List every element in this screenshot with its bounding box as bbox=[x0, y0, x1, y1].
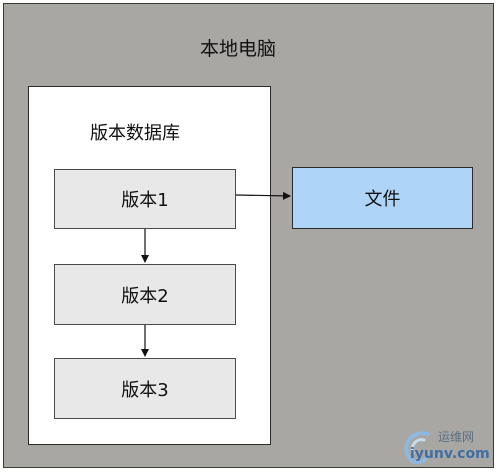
version-2-label: 版本2 bbox=[121, 285, 169, 307]
arrow-version1-to-file bbox=[235, 191, 291, 200]
watermark-domain: iyunv.com bbox=[410, 446, 490, 462]
version-2-box: 版本2 bbox=[54, 264, 236, 325]
version-1-box: 版本1 bbox=[54, 169, 236, 229]
watermark: 运维网 iyunv.com bbox=[398, 424, 498, 470]
version-1-label: 版本1 bbox=[121, 190, 169, 211]
watermark-site-name: 运维网 bbox=[438, 430, 475, 444]
file-label: 文件 bbox=[364, 189, 401, 210]
file-box: 文件 bbox=[292, 167, 473, 229]
version-database-label: 版本数据库 bbox=[90, 123, 180, 144]
watermark-swirl-icon bbox=[404, 431, 430, 465]
local-computer-label: 本地电脑 bbox=[200, 38, 277, 60]
version-3-label: 版本3 bbox=[121, 379, 169, 401]
version-3-box: 版本3 bbox=[54, 358, 236, 419]
